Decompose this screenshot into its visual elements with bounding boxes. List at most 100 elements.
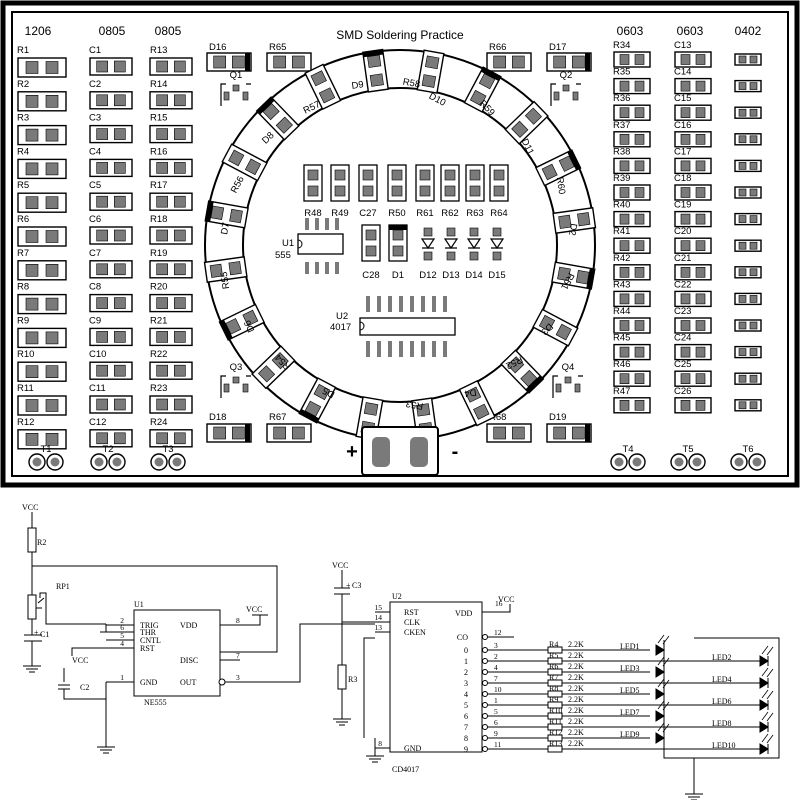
- u2-pin-number: 15: [375, 603, 383, 612]
- solder-pad: [156, 364, 168, 377]
- solder-pad: [619, 266, 630, 278]
- ring-part: [204, 200, 249, 229]
- diode-band: [586, 268, 595, 289]
- solder-pad: [749, 295, 758, 303]
- led-light-arrow: [761, 689, 774, 700]
- solder-pad: [242, 91, 249, 101]
- part-label: R1: [17, 45, 29, 56]
- part-outline: [734, 345, 762, 359]
- solder-pad: [421, 74, 437, 88]
- solder-pad: [156, 94, 168, 107]
- resistor-1206: [17, 395, 67, 416]
- part-label: C3: [89, 113, 101, 124]
- ring-label: D7: [219, 222, 232, 236]
- part-outline: [17, 57, 67, 78]
- vcc-label: VCC: [72, 656, 88, 665]
- solder-pad: [156, 229, 168, 242]
- solder-pad: [213, 426, 226, 440]
- capacitor-0603: [674, 290, 712, 308]
- part-outline: [17, 260, 67, 281]
- ring-part: [504, 100, 549, 145]
- inner-part: [415, 164, 435, 202]
- circuit-schematic: VCCR2RP1C1+U1NE5552TRIG6THR5CNTL4RST1GND…: [22, 503, 780, 800]
- part-label: R47: [613, 386, 630, 397]
- transistor-outline: [220, 83, 251, 106]
- solder-pad: [555, 323, 572, 341]
- ring-label: R53: [405, 398, 424, 412]
- part-outline: [734, 239, 762, 252]
- part-outline: [734, 79, 762, 93]
- solder-pad: [96, 229, 108, 242]
- ring-inner: [242, 87, 558, 403]
- part-label: C12: [89, 417, 106, 428]
- solder-pad: [634, 54, 645, 65]
- solder-pad: [25, 196, 39, 209]
- inner-part-label: C28: [362, 270, 379, 281]
- u2-ref: U2: [392, 592, 402, 601]
- transistor-outline: [550, 83, 581, 106]
- solder-pad: [634, 399, 645, 411]
- u2-output-name: 4: [464, 690, 468, 699]
- solder-pad: [493, 55, 506, 69]
- resistor-label: R7: [549, 673, 558, 682]
- solder-pad: [493, 169, 505, 181]
- part-outline: [674, 264, 712, 281]
- solder-pad: [45, 331, 59, 345]
- inner-part: [465, 164, 485, 202]
- solder-pad: [45, 432, 59, 446]
- solder-pad: [45, 399, 59, 412]
- part-label: C7: [89, 248, 101, 259]
- inner-part: [489, 164, 509, 202]
- u2-output-pin: 4: [494, 663, 498, 672]
- bottom-part: [486, 423, 532, 443]
- part-label: C21: [674, 253, 691, 264]
- capacitor-0805: [89, 158, 133, 178]
- solder-pad: [469, 185, 481, 197]
- solder-pad: [228, 261, 242, 276]
- u1-pin-name: GND: [140, 678, 158, 687]
- resistor-1206: [17, 57, 67, 78]
- ring-part: [458, 379, 496, 427]
- resistor-0805: [149, 192, 193, 211]
- rp1-body: [27, 594, 37, 620]
- solder-pad: [96, 94, 108, 107]
- resistor-0805: [149, 429, 193, 448]
- solder-pad: [634, 266, 645, 278]
- solder-pad: [680, 213, 691, 225]
- ring-label: D5: [321, 384, 337, 399]
- solder-pad: [680, 373, 691, 385]
- part-label: R19: [150, 248, 167, 259]
- testpoint-label: T1: [40, 444, 51, 455]
- capacitor-0805: [89, 124, 133, 144]
- led-light-arrow: [761, 645, 774, 656]
- part-label: R6: [17, 214, 29, 225]
- transistor-label: Q4: [562, 362, 575, 373]
- solder-pad: [680, 54, 691, 65]
- part-label: R7: [17, 248, 29, 259]
- solder-pad: [538, 314, 556, 332]
- u2-output-bubble: [482, 735, 488, 741]
- solder-pad: [114, 60, 126, 73]
- u1-body: [133, 609, 221, 697]
- solder-pad: [572, 91, 579, 101]
- solder-pad: [275, 116, 293, 134]
- solder-pad: [45, 263, 59, 277]
- part-label: R5: [17, 180, 29, 191]
- solder-pad: [749, 268, 758, 277]
- part-label: R16: [150, 146, 167, 157]
- diode-band: [525, 375, 544, 393]
- resistor-0805: [149, 260, 193, 279]
- solder-pad: [738, 108, 747, 117]
- part-outline: [17, 293, 67, 315]
- wire: [31, 552, 278, 653]
- part-outline: [89, 91, 133, 110]
- u2-notch: [359, 321, 365, 331]
- solder-pad: [273, 426, 286, 440]
- u2-output-bubble: [482, 647, 488, 653]
- led-label: LED9: [620, 730, 640, 739]
- diode-band: [205, 201, 214, 222]
- u2-output-pin: 5: [494, 707, 498, 716]
- part-label: R40: [613, 200, 630, 211]
- u1-pin-number: 1: [120, 673, 124, 682]
- solder-pad: [446, 251, 456, 261]
